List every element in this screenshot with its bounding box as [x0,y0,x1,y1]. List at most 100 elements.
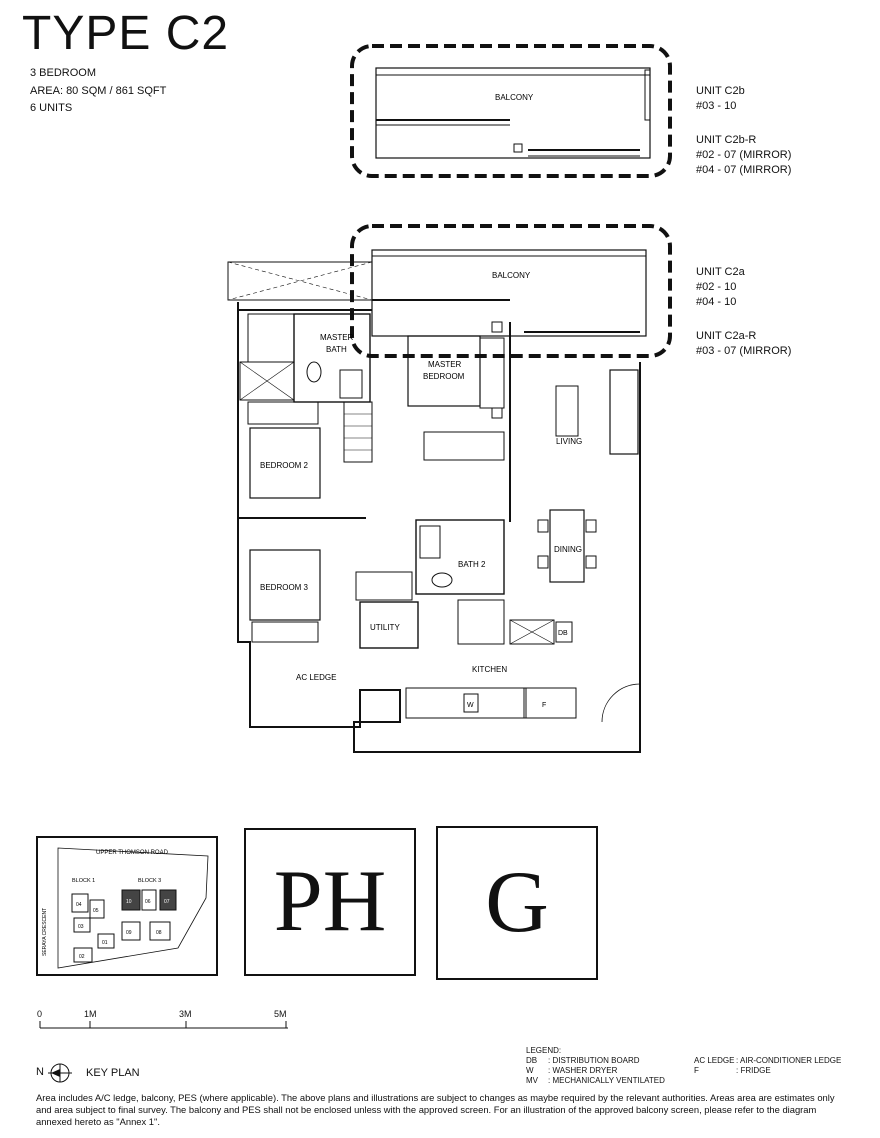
basin-icon [339,369,363,399]
entrance-door-swing [601,683,641,723]
db-box [555,621,573,643]
unit-c2a-r-floors: #03 - 07 (MIRROR) [696,344,792,357]
master-wardrobe [479,337,505,409]
block1-label: BLOCK 1 [72,878,95,884]
site-boundary [57,847,209,969]
ledge-cross [227,261,373,301]
floor-label-ph: PH [273,853,387,950]
bedroom-count: 3 BEDROOM [30,67,97,79]
block-label: 04 [76,902,82,908]
scale-bar [39,1021,288,1029]
legend-abbr: F [694,1066,699,1075]
bedroom3-wardrobe-2 [355,571,413,601]
unit-c2a-floors-2: #04 - 10 [696,295,737,308]
block3-label: BLOCK 3 [138,878,161,884]
master-bath-shower [247,313,295,363]
chair [537,519,549,533]
legend-title: LEGEND: [526,1046,562,1055]
db-label: DB [558,630,568,637]
chair [537,555,549,569]
block-03 [73,917,91,933]
tv-console [555,385,579,437]
block-label: 02 [79,954,85,960]
legend-left: DB: DISTRIBUTION BOARD W : WASHER DRYER M… [526,1056,665,1086]
key-plan-map: UPPER THOMSON ROAD SERAYA CRESCENT BLOCK… [36,836,218,976]
balcony-wall [375,67,651,159]
legend-desc: : WASHER DRYER [548,1066,618,1075]
unit-area: AREA: 80 SQM / 861 SQFT [30,85,167,97]
dining-table [549,509,585,583]
block-01 [97,933,115,949]
chair [585,519,597,533]
dashed-outline [350,44,672,178]
washer-dryer [463,693,479,713]
block-label: 06 [145,899,151,905]
block-06 [141,889,157,911]
unit-c2a-floors-1: #02 - 10 [696,280,737,293]
shower-cross [239,361,295,401]
unit-c2b-r-info: UNIT C2b-R #02 - 07 (MIRROR) #04 - 07 (M… [696,133,791,178]
living-label: LIVING [556,437,582,446]
balcony-label: BALCONY [492,271,531,280]
legend-abbr: MV [526,1076,538,1085]
block-label: 07 [164,899,170,905]
unit-c2b-name: UNIT C2b [696,85,745,97]
scale-label-0: 0 [37,1009,43,1019]
floor-box-ph: PH [244,828,416,976]
unit-c2a-r-name: UNIT C2a-R [696,330,757,342]
master-wardrobe-2 [423,431,505,461]
bedroom3-label: BEDROOM 3 [260,583,309,592]
unit-c2a-info: UNIT C2a #02 - 10 #04 - 10 [696,265,745,310]
legend-abbr: W [526,1066,534,1075]
bedroom2-wardrobe [247,401,319,425]
block-09 [121,921,141,941]
unit-c2b-info: UNIT C2b #03 - 10 [696,84,745,114]
fridge [523,687,577,719]
block-05 [89,899,105,919]
block-label: 08 [156,930,162,936]
block-10 [121,889,141,911]
unit-c2a-name: UNIT C2a [696,266,745,278]
key-plan-label: KEY PLAN [86,1067,140,1079]
unit-c2b-r-name: UNIT C2b-R [696,134,757,146]
block-label: 01 [102,940,108,946]
block-label: 10 [126,899,132,905]
legend-right: AC LEDGE: AIR-CONDITIONER LEDGE F: FRIDG… [694,1056,841,1076]
floor-plan: MASTER BATH MASTER BEDROOM LIVING BEDROO… [227,224,672,753]
ledge-cross [227,261,373,301]
block-04 [71,893,89,913]
master-bedroom-label-1: MASTER [428,360,462,369]
storage [457,599,505,645]
utility-label: UTILITY [370,623,400,632]
legend-desc: : MECHANICALLY VENTILATED [548,1076,665,1085]
disclaimer-text: Area includes A/C ledge, balcony, PES (w… [36,1092,835,1128]
ac-ledge-label: AC LEDGE [296,673,336,682]
dining-label: DINING [554,545,582,554]
column-marker [513,143,523,153]
legend-item: DB: DISTRIBUTION BOARD [526,1056,665,1066]
bath2-room [415,519,505,595]
bedroom2-label: BEDROOM 2 [260,461,309,470]
side-road-label: SERAYA CRESCENT [42,908,48,956]
legend-item: W : WASHER DRYER [526,1066,665,1076]
unit-c2b-r-floors-1: #02 - 07 (MIRROR) [696,148,792,161]
column-marker [491,407,503,419]
scale-label-5m: 5M [274,1009,287,1019]
scale-label-1m: 1M [84,1009,97,1019]
north-arrow-icon [48,1063,72,1083]
key-plan-drawing: UPPER THOMSON ROAD SERAYA CRESCENT BLOCK… [42,847,209,969]
unit-c2b-floors: #03 - 10 [696,99,737,112]
wc-icon [431,572,453,588]
bath2-label: BATH 2 [458,560,486,569]
balcony-variant-c2b: BALCONY [350,44,672,178]
block-label: 03 [78,924,84,930]
legend-item: AC LEDGE: AIR-CONDITIONER LEDGE [694,1056,841,1066]
scale-label-3m: 3M [179,1009,192,1019]
kitchen-counter [405,687,527,719]
chair [585,555,597,569]
page-title: TYPE C2 [22,7,230,60]
planter-ledge [227,261,373,301]
cross-mark [509,619,555,645]
bedroom2-bed [249,427,321,499]
bedroom3-bed [249,549,321,621]
